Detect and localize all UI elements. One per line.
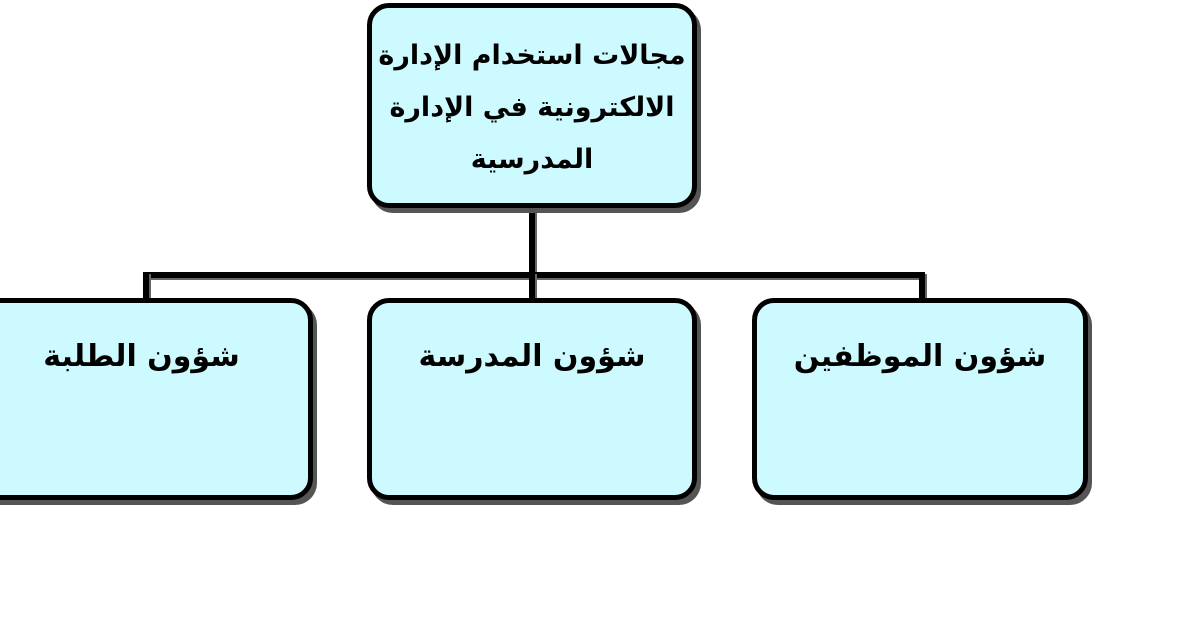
child-node-school-affairs: شؤون المدرسة — [367, 298, 697, 500]
root-node-line-1: مجالات استخدام الإدارة — [378, 40, 686, 71]
child-node-label: شؤون المدرسة — [418, 339, 646, 374]
child-node-label: شؤون الطلبة — [43, 339, 240, 374]
child-node-staff-affairs: شؤون الموظفين — [752, 298, 1088, 500]
root-stem-connector — [529, 206, 535, 276]
drop-connector-middle — [529, 272, 535, 300]
child-node-label: شؤون الموظفين — [793, 339, 1047, 374]
root-node-line-2: الالكترونية في الإدارة المدرسية — [389, 92, 675, 175]
drop-connector-right — [919, 272, 925, 300]
root-node: مجالات استخدام الإدارة الالكترونية في ال… — [367, 3, 697, 208]
child-node-student-affairs: شؤون الطلبة — [0, 298, 313, 500]
drop-connector-left — [143, 272, 149, 300]
